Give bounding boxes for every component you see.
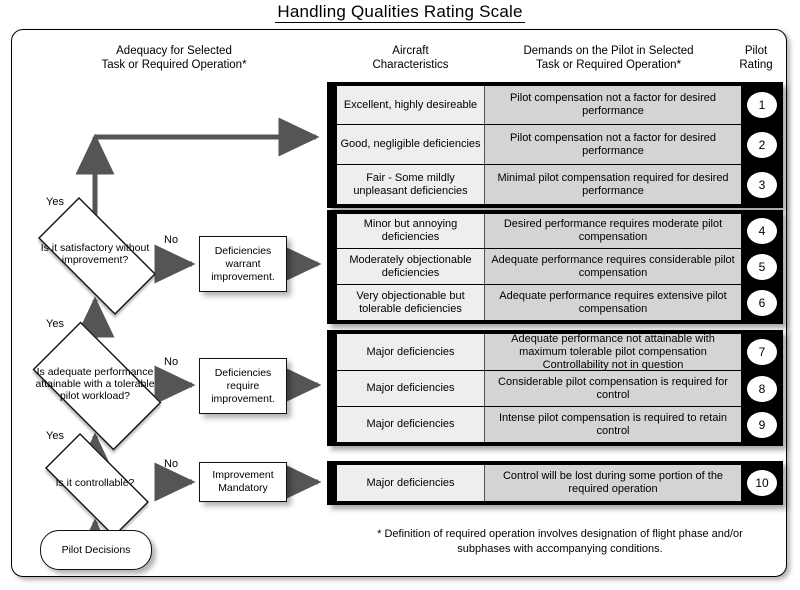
label-yes-adequate-performance: Yes — [46, 318, 64, 330]
process-deficiencies-warrant-improvement: Deficiencies warrant improvement. — [199, 236, 287, 292]
cell-rating: 2 — [741, 125, 783, 164]
cell-demands: Pilot compensation not a factor for desi… — [485, 125, 741, 164]
cell-rating: 9 — [741, 407, 783, 442]
rating-bubble: 4 — [747, 218, 777, 244]
label-no-satisfactory: No — [164, 234, 179, 246]
table-row: Very objectionable but tolerable deficie… — [337, 285, 783, 321]
header-aircraft-characteristics: Aircraft Characteristics — [338, 44, 483, 72]
start-pilot-decisions: Pilot Decisions — [40, 530, 152, 570]
cell-rating: 6 — [741, 285, 783, 320]
rating-bubble: 10 — [747, 470, 777, 496]
header-adequacy-line2: Task or Required Operation* — [101, 59, 247, 71]
table-row: Excellent, highly desireable Pilot compe… — [337, 85, 783, 125]
cell-characteristics: Major deficiencies — [337, 407, 485, 442]
cell-characteristics: Very objectionable but tolerable deficie… — [337, 285, 485, 320]
decision-label: Is adequate performance attainable with … — [35, 366, 155, 402]
decision-label: Is it satisfactory without improvement? — [40, 242, 150, 266]
page-title-text: Handling Qualities Rating Scale — [275, 2, 525, 23]
decision-is-it-controllable: Is it controllable? — [28, 433, 162, 537]
cell-rating: 7 — [741, 334, 783, 370]
decision-is-it-satisfactory: Is it satisfactory without improvement? — [20, 197, 170, 315]
rating-group-deficiencies-warrant: Minor but annoying deficiencies Desired … — [327, 210, 783, 324]
cell-rating: 10 — [741, 465, 783, 501]
label-yes-controllable: Yes — [46, 430, 64, 442]
label-no-adequate-performance: No — [164, 356, 179, 368]
cell-characteristics: Major deficiencies — [337, 334, 485, 370]
header-pilot-line2: Rating — [739, 59, 773, 71]
cell-rating: 4 — [741, 214, 783, 248]
cell-rating: 3 — [741, 165, 783, 204]
decision-is-adequate-performance-attainable: Is adequate performance attainable with … — [16, 321, 174, 451]
cell-characteristics: Major deficiencies — [337, 371, 485, 406]
rating-group-satisfactory: Excellent, highly desireable Pilot compe… — [327, 82, 783, 208]
rating-bubble: 3 — [747, 171, 777, 198]
table-row: Minor but annoying deficiencies Desired … — [337, 213, 783, 249]
cell-demands: Adequate performance requires considerab… — [485, 249, 741, 284]
header-pilot-line1: Pilot — [744, 45, 768, 57]
cell-characteristics: Excellent, highly desireable — [337, 86, 485, 124]
rating-bubble: 2 — [747, 131, 777, 158]
cell-demands: Desired performance requires moderate pi… — [485, 214, 741, 248]
cell-characteristics: Minor but annoying deficiencies — [337, 214, 485, 248]
header-adequacy-line1: Adequacy for Selected — [116, 45, 232, 57]
cell-characteristics: Fair - Some mildly unpleasant deficienci… — [337, 165, 485, 204]
header-demands-line1: Demands on the Pilot in Selected — [523, 45, 694, 57]
cell-rating: 8 — [741, 371, 783, 406]
cell-demands: Adequate performance requires extensive … — [485, 285, 741, 320]
rating-bubble: 9 — [747, 411, 777, 438]
label-yes-satisfactory: Yes — [46, 196, 64, 208]
header-aircraft-line2: Characteristics — [372, 59, 449, 71]
cell-characteristics: Good, negligible deficiencies — [337, 125, 485, 164]
header-aircraft-line1: Aircraft — [392, 45, 429, 57]
header-pilot-rating: Pilot Rating — [728, 44, 784, 72]
page-title: Handling Qualities Rating Scale — [0, 2, 800, 23]
footnote: * Definition of required operation invol… — [377, 528, 743, 555]
cell-demands: Pilot compensation not a factor for desi… — [485, 86, 741, 124]
table-row: Major deficiencies Adequate performance … — [337, 333, 783, 371]
header-adequacy: Adequacy for Selected Task or Required O… — [34, 44, 314, 72]
rating-bubble: 5 — [747, 253, 777, 280]
cell-demands: Adequate performance not attainable with… — [485, 333, 741, 371]
cell-demands: Considerable pilot compensation is requi… — [485, 371, 741, 406]
header-demands-on-pilot: Demands on the Pilot in Selected Task or… — [487, 44, 730, 72]
label-no-controllable: No — [164, 458, 179, 470]
process-deficiencies-require-improvement: Deficiencies require improvement. — [199, 358, 287, 414]
table-row: Major deficiencies Control will be lost … — [337, 464, 783, 502]
rating-bubble: 6 — [747, 289, 777, 316]
cell-demands: Control will be lost during some portion… — [485, 465, 741, 501]
table-row: Major deficiencies Intense pilot compens… — [337, 407, 783, 443]
rating-bubble: 8 — [747, 375, 777, 402]
table-row: Good, negligible deficiencies Pilot comp… — [337, 125, 783, 165]
cell-rating: 1 — [741, 86, 783, 124]
rating-group-deficiencies-require: Major deficiencies Adequate performance … — [327, 330, 783, 446]
rating-bubble: 7 — [747, 339, 777, 365]
table-row: Moderately objectionable deficiencies Ad… — [337, 249, 783, 285]
table-row: Fair - Some mildly unpleasant deficienci… — [337, 165, 783, 205]
table-row: Major deficiencies Considerable pilot co… — [337, 371, 783, 407]
rating-bubble: 1 — [747, 92, 777, 118]
cell-characteristics: Moderately objectionable deficiencies — [337, 249, 485, 284]
cell-demands: Intense pilot compensation is required t… — [485, 407, 741, 442]
decision-label: Is it controllable? — [55, 477, 135, 489]
header-demands-line2: Task or Required Operation* — [535, 59, 682, 71]
cell-characteristics: Major deficiencies — [337, 465, 485, 501]
cell-rating: 5 — [741, 249, 783, 284]
cell-demands: Minimal pilot compensation required for … — [485, 165, 741, 204]
rating-group-improvement-mandatory: Major deficiencies Control will be lost … — [327, 461, 783, 505]
process-improvement-mandatory: Improvement Mandatory — [199, 462, 287, 502]
